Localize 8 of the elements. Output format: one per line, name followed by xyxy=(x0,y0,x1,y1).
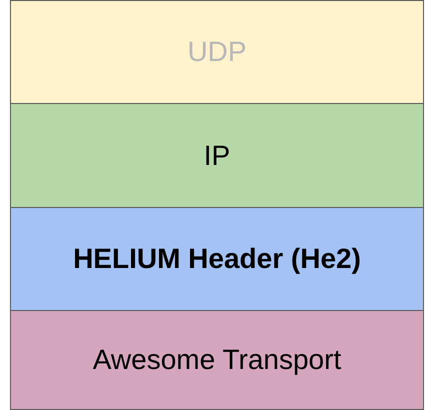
protocol-layer xyxy=(10,207,424,311)
protocol-layer xyxy=(10,103,424,208)
layer-label: HELIUM Header (He2) xyxy=(73,243,361,275)
protocol-layer xyxy=(10,310,424,410)
layer-label: Awesome Transport xyxy=(92,344,342,376)
layer-label: IP xyxy=(204,140,230,172)
layer-label: UDP xyxy=(187,36,247,68)
protocol-layer xyxy=(10,0,424,104)
